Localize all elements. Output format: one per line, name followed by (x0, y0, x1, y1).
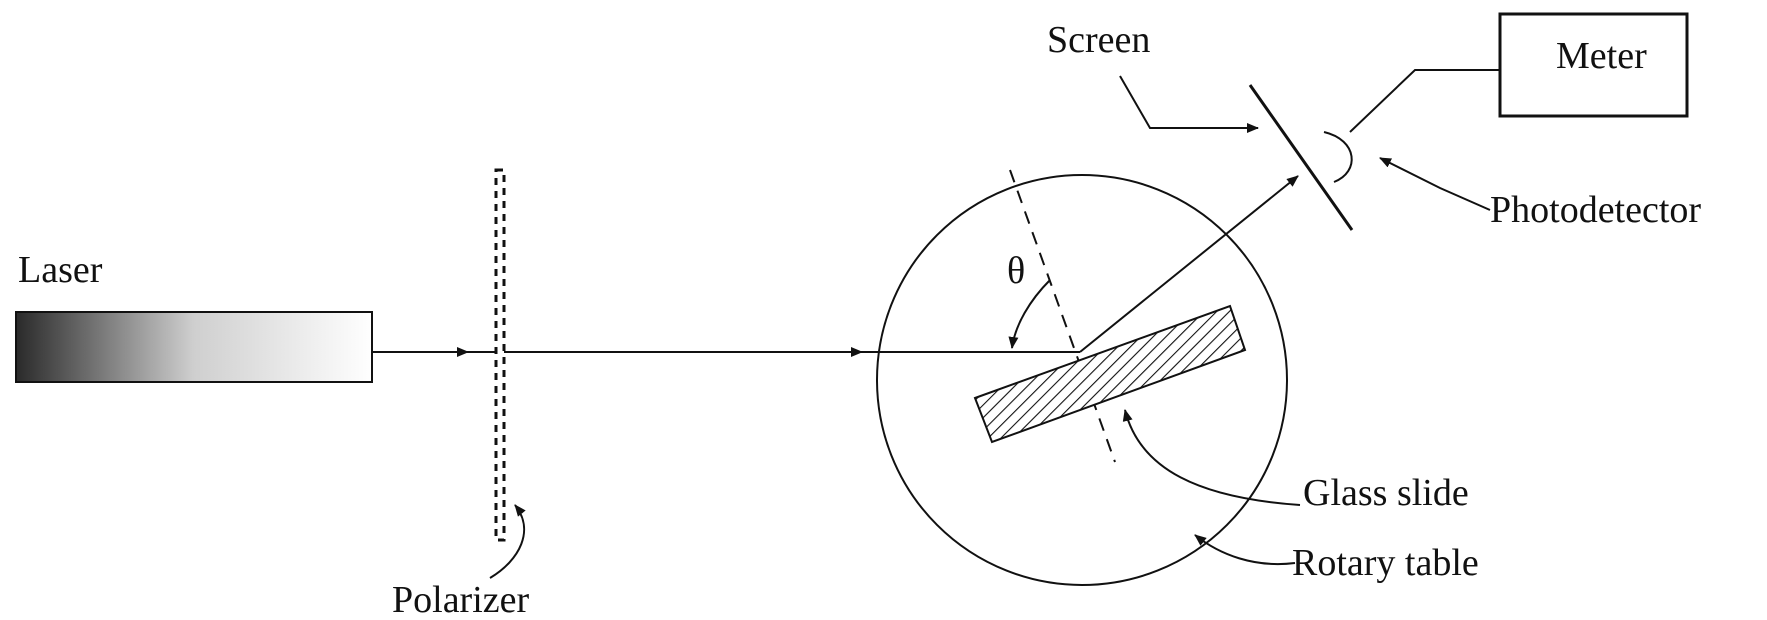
screen-plate (1248, 84, 1354, 231)
glass-slide-label: Glass slide (1303, 472, 1469, 514)
screen-pointer-arrow (1119, 75, 1259, 133)
laser-body (15, 311, 373, 383)
laser-label: Laser (18, 249, 103, 291)
reflected-beam (1079, 175, 1299, 353)
meter-box (1498, 12, 1689, 118)
photodetector (1323, 131, 1353, 183)
surface-normal-dashed (1009, 169, 1116, 463)
polarizer-label: Polarizer (392, 579, 530, 620)
rotary-table-pointer-arrow (1194, 534, 1296, 566)
photodetector-pointer-arrow (1379, 157, 1491, 211)
screen-label: Screen (1047, 19, 1150, 61)
rotary-table-label: Rotary table (1292, 542, 1479, 584)
theta-angle-arc (1008, 279, 1051, 349)
photodetector-label: Photodetector (1490, 189, 1701, 231)
theta-label: θ (1007, 250, 1025, 292)
glass-slide-pointer-arrow (1122, 409, 1301, 506)
glass-slide (973, 304, 1247, 444)
meter-label: Meter (1556, 35, 1647, 77)
meter-wire (1349, 69, 1500, 133)
polarizer-pointer-arrow (489, 504, 526, 579)
polarizer-plate (494, 168, 506, 542)
rotary-table (876, 174, 1288, 586)
